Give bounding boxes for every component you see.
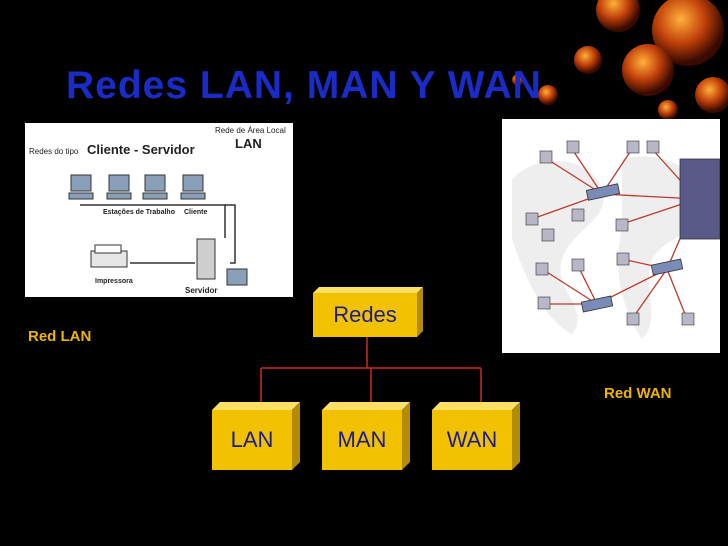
lan-diagram-image: Redes do tipo Cliente - Servidor Rede de… [25,123,293,297]
node-man-label: MAN [337,427,387,452]
lan-caption-prefix: Redes do tipo [29,147,79,156]
node-lan-label: LAN [230,427,274,452]
node-wan: WAN [432,402,520,470]
node-redes-label: Redes [333,302,397,327]
lan-label-workstations: Estações de Trabalho [103,209,175,216]
lan-label-server: Servidor [185,286,218,295]
label-red-wan: Red WAN [604,385,672,402]
node-redes: Redes [313,287,423,337]
lan-caption-top: Rede de Área Local [215,126,286,135]
lan-network-drawing [68,174,248,286]
wan-diagram-image [502,119,721,353]
lan-label-client: Cliente [184,209,208,216]
lan-label-printer: Impressora [95,278,133,285]
node-wan-label: WAN [446,427,498,452]
decorative-bubbles [512,0,728,120]
node-man: MAN [322,402,410,470]
slide-title: Redes LAN, MAN Y WAN [66,64,542,107]
label-red-lan: Red LAN [28,328,92,345]
lan-caption-lan: LAN [235,136,262,151]
wan-network-drawing [512,140,721,339]
node-lan: LAN [212,402,300,470]
lan-caption-main: Cliente - Servidor [87,142,195,157]
